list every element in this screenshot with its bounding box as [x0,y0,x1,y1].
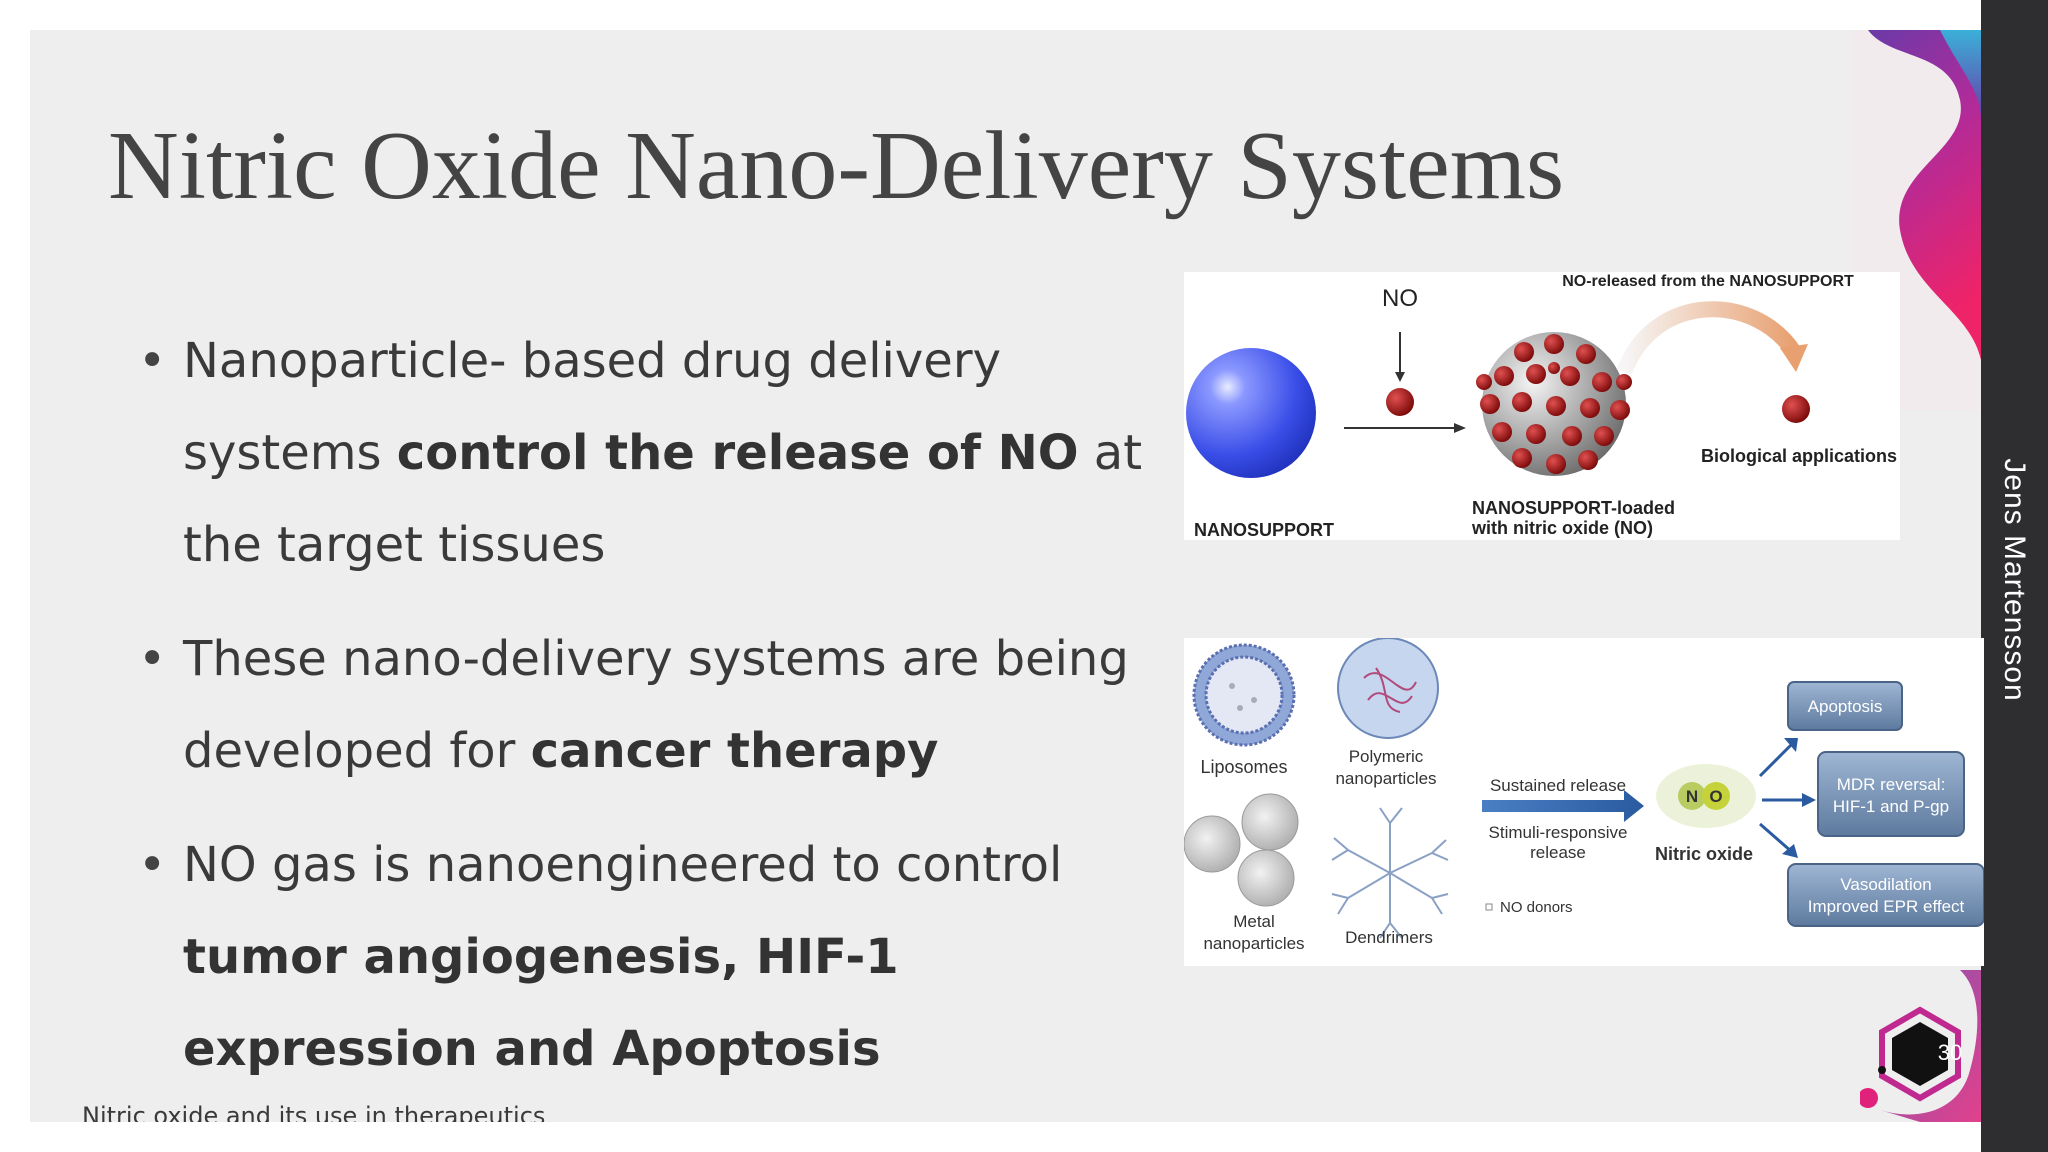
mdr-label-1: MDR reversal: [1837,775,1946,794]
vasodilation-label-2: Improved EPR effect [1808,897,1965,916]
bullet-item: Nanoparticle- based drug delivery system… [138,315,1208,591]
sustained-release-label: Sustained release [1490,776,1626,795]
author-name: Jens Martensson [1998,458,2031,702]
bullet-text: Nanoparticle- based drug delivery system… [183,333,1001,481]
no-donors-label: NO donors [1500,899,1573,916]
metal-label-2: nanoparticles [1203,934,1304,953]
nanosupport-figure: NO NO-released from the NANOSUPPORT Biol… [1184,272,1900,540]
apoptosis-box [1787,681,1903,731]
no-dots [1476,334,1632,474]
bullet-text: These nano-delivery systems are being de… [183,631,1129,779]
nanosupport-sphere [1186,348,1316,478]
slide: Nitric Oxide Nano-Delivery Systems Nanop… [30,30,1981,1122]
bullet-item: These nano-delivery systems are being de… [138,613,1208,797]
nanocarrier-figure: Liposomes Polymeric nanoparticles Metal … [1183,637,1985,966]
nanosupport-diagram: NO NO-released from the NANOSUPPORT Biol… [1186,273,1897,540]
released-no-molecule [1782,395,1810,423]
right-side-bar [1981,0,2048,1152]
biological-applications-label: Biological applications [1701,446,1897,466]
liposomes-label: Liposomes [1200,757,1287,777]
bullet-text-bold: control the release of NO [396,425,1079,481]
loaded-label-1: NANOSUPPORT-loaded [1472,498,1675,518]
metal-label-1: Metal [1233,912,1275,931]
vasodilation-box [1787,863,1985,927]
n-atom-label: N [1686,787,1698,806]
no-molecule [1386,388,1414,416]
slide-footer: Nitric oxide and its use in therapeutics [82,1102,546,1122]
dendrimer-icon [1331,807,1449,939]
released-label: NO-released from the NANOSUPPORT [1562,273,1854,290]
bullet-item: NO gas is nanoengineered to control tumo… [138,819,1208,1095]
polymeric-label-1: Polymeric [1349,747,1424,766]
slide-title: Nitric Oxide Nano-Delivery Systems [108,112,1565,220]
liposome-icon [1192,643,1296,747]
stimuli-label-1: Stimuli-responsive [1489,823,1628,842]
release-arrow [1616,301,1801,376]
bullet-text: at the target tissues [183,425,1143,573]
outcome-arrows [1758,738,1816,858]
vasodilation-label-1: Vasodilation [1840,875,1931,894]
apoptosis-label: Apoptosis [1808,697,1883,716]
no-label: NO [1382,285,1418,312]
polymeric-nanoparticle-icon [1337,637,1439,739]
o-atom-label: O [1709,787,1722,806]
decorative-hexagon-badge [1860,970,1981,1122]
nanocarrier-diagram: Liposomes Polymeric nanoparticles Metal … [1183,637,1985,953]
nanosupport-label: NANOSUPPORT [1194,520,1334,540]
bullet-text-bold: cancer therapy [530,723,939,779]
loaded-label-2: with nitric oxide (NO) [1471,518,1653,538]
dendrimers-label: Dendrimers [1345,928,1433,947]
bullet-text: NO gas is nanoengineered to control [183,837,1063,893]
metal-nanoparticle-icon [1183,793,1299,907]
bullet-text-bold: tumor angiogenesis, HIF-1 expression and… [183,929,899,1077]
release-big-arrow [1482,790,1644,822]
nitric-oxide-molecule: N O [1656,764,1756,828]
nitric-oxide-label: Nitric oxide [1655,844,1753,864]
page-number: 30 [1937,1040,1963,1065]
bullet-list: Nanoparticle- based drug delivery system… [138,315,1208,1117]
mdr-reversal-box [1817,751,1965,837]
stimuli-label-2: release [1530,843,1586,862]
polymeric-label-2: nanoparticles [1335,769,1436,788]
mdr-label-2: HIF-1 and P-gp [1833,797,1949,816]
